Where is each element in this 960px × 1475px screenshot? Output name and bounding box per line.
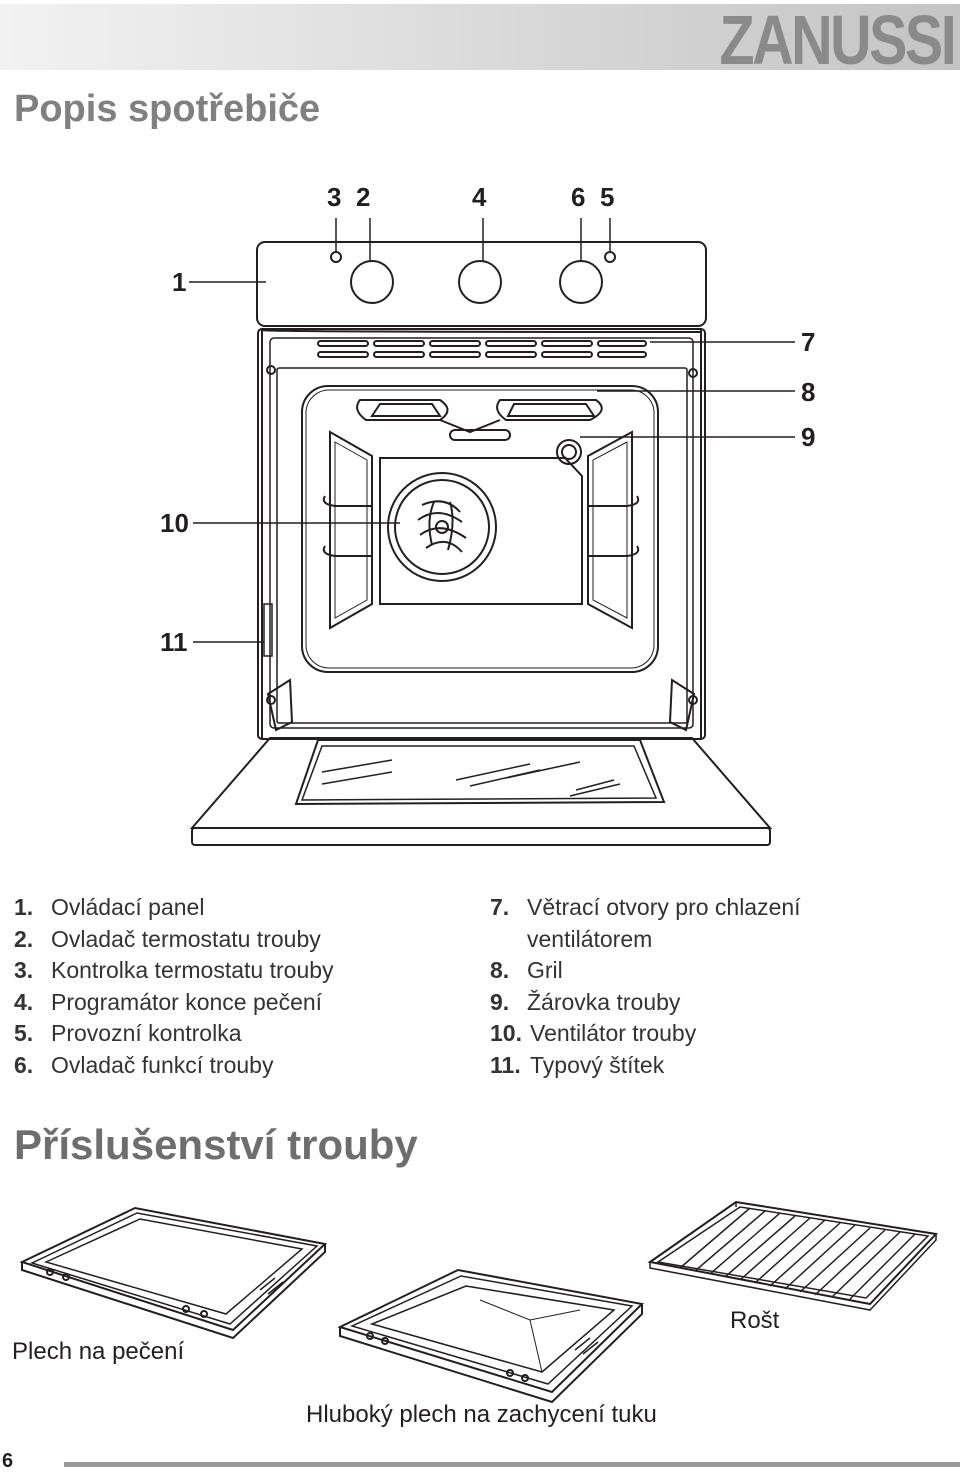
side-rack-right: [587, 430, 640, 630]
page-number: 6: [2, 1450, 14, 1472]
oven-body: [261, 329, 702, 738]
cooling-vents: [317, 340, 647, 358]
deep-tray-drawing: [337, 1268, 645, 1404]
legend-item: 4.Programátor konce pečení: [14, 988, 323, 1015]
legend-item: ventilátorem: [527, 925, 653, 952]
label-10: 10: [160, 508, 189, 538]
label-4: 4: [472, 182, 487, 212]
grid-shelf-drawing: [647, 1200, 939, 1311]
grill-element: [356, 399, 603, 434]
header-bar: ZANUSSI: [0, 1, 960, 79]
legend-item: 2.Ovladač termostatu trouby: [14, 925, 321, 952]
legend-item: 5.Provozní kontrolka: [14, 1020, 242, 1046]
section-title-appliance: Popis spotřebiče: [14, 88, 321, 130]
oven-fan: [387, 472, 497, 582]
label-1: 1: [172, 267, 187, 297]
caption-baking-tray: Plech na pečení: [12, 1338, 185, 1365]
section-title-accessories: Příslušenství trouby: [14, 1121, 418, 1168]
baking-tray-drawing: [19, 1206, 328, 1340]
legend-item: 7.Větrací otvory pro chlazení: [490, 894, 801, 920]
back-panel: [379, 457, 583, 605]
rating-plate: [263, 603, 273, 657]
control-panel: [256, 241, 707, 327]
legend-item: 9.Žárovka trouby: [490, 988, 681, 1015]
label-11: 11: [160, 627, 188, 657]
label-6: 6: [571, 182, 586, 212]
caption-deep-tray: Hluboký plech na zachycení tuku: [306, 1401, 657, 1428]
oven-lamp: [556, 439, 582, 465]
label-5: 5: [600, 182, 615, 212]
brand-logo: ZANUSSI: [719, 1, 956, 79]
legend-item: 10.Ventilátor trouby: [490, 1020, 697, 1046]
caption-grid: Rošt: [730, 1307, 780, 1334]
legend-item: 8.Gril: [490, 957, 563, 983]
legend-item: 6.Ovladač funkcí trouby: [14, 1051, 274, 1078]
label-3: 3: [327, 182, 342, 212]
oven-cavity: [301, 385, 659, 673]
legend-left: 1.Ovládací panel 2.Ovladač termostatu tr…: [14, 892, 334, 1081]
legend-item: 3.Kontrolka termostatu trouby: [14, 957, 334, 983]
side-rack-left: [322, 430, 373, 630]
footer-line: [64, 1462, 960, 1467]
label-7: 7: [801, 327, 816, 357]
label-2: 2: [356, 182, 371, 212]
thermostat-knob: [350, 260, 394, 304]
programmer-knob: [458, 260, 502, 304]
label-8: 8: [801, 377, 816, 407]
legend-item: 1.Ovládací panel: [14, 894, 205, 920]
legend-right: 7.Větrací otvory pro chlazení ventilátor…: [490, 892, 801, 1081]
legend-item: 11.Typový štítek: [490, 1051, 665, 1078]
label-9: 9: [801, 422, 816, 452]
